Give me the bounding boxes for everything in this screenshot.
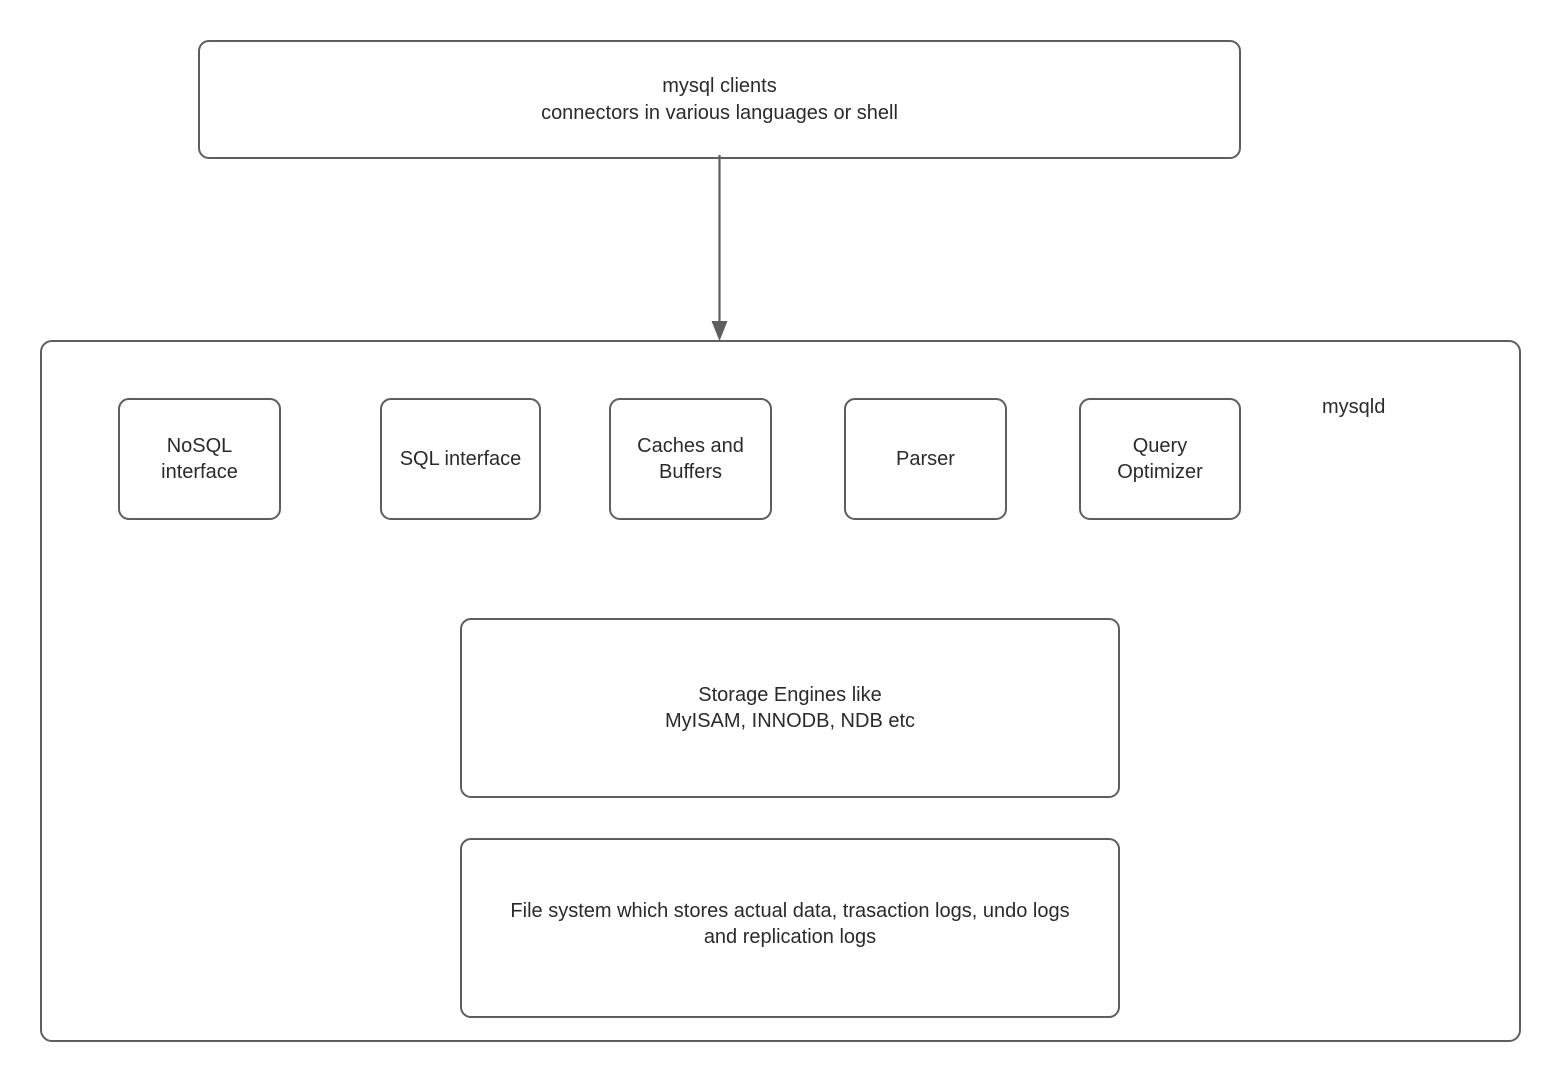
component-parser: Parser xyxy=(844,398,1007,520)
file-system-box: File system which stores actual data, tr… xyxy=(460,838,1120,1018)
storage-engines-box: Storage Engines like MyISAM, INNODB, NDB… xyxy=(460,618,1120,798)
arrow-down-icon xyxy=(700,155,740,345)
mysql-clients-box: mysql clients connectors in various lang… xyxy=(198,40,1241,159)
mysqld-label: mysqld xyxy=(1322,396,1386,418)
component-query-optimizer: Query Optimizer xyxy=(1079,398,1241,520)
component-nosql-interface: NoSQL interface xyxy=(118,398,281,520)
component-caches-and-buffers: Caches and Buffers xyxy=(609,398,772,520)
component-sql-interface: SQL interface xyxy=(380,398,541,520)
